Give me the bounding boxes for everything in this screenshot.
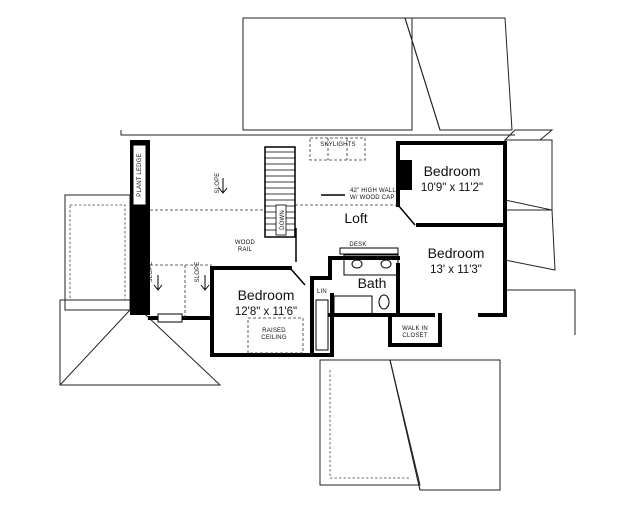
plant-ledge-box	[132, 144, 147, 206]
wall-bedroom-2-left	[396, 263, 435, 317]
slope-arrow-3	[200, 275, 210, 291]
skylights-outline	[309, 137, 366, 161]
raised-ceiling-label-2: CEILING	[261, 335, 287, 341]
roof-ridge-line	[404, 17, 441, 131]
stair-outline	[264, 146, 296, 238]
high-wall-label-2: W/ WOOD CAP	[350, 195, 395, 201]
slope-label-2: SLOPE	[148, 261, 154, 282]
stair-label-box	[275, 204, 287, 236]
skylights-label: SKYLIGHTS	[320, 142, 355, 148]
roof-right-upper	[504, 139, 553, 211]
roof-top-right	[404, 17, 513, 131]
bedroom-1-door-swing	[397, 204, 416, 226]
toilet	[378, 294, 390, 310]
roof-right-mid	[504, 199, 556, 271]
slope-label-3: SLOPE	[195, 261, 201, 282]
roof-left-upper	[64, 194, 131, 311]
wood-rail-label-2: RAIL	[238, 247, 253, 253]
bath-name: Bath	[358, 275, 387, 291]
desk	[339, 247, 399, 255]
bedroom-1-size: 10'9" x 11'2"	[421, 182, 483, 194]
roof-left-dash	[69, 204, 126, 301]
linen-closet	[315, 299, 329, 351]
bedroom-2-name: Bedroom	[428, 245, 485, 261]
bedroom-1-name: Bedroom	[424, 163, 481, 179]
window-left-bottom	[157, 313, 183, 323]
raised-ceiling-outline	[247, 317, 304, 354]
slope-arrow-1	[218, 178, 228, 194]
raised-ceiling-label-1: RAISED	[262, 328, 286, 334]
wood-rail-label-1: WOOD	[235, 240, 256, 246]
high-wall-label-1: 42" HIGH WALL	[350, 188, 396, 194]
sink-right	[380, 259, 392, 269]
bedroom-3-name: Bedroom	[238, 287, 295, 303]
roof-bottom-dash	[329, 370, 410, 479]
desk-label: DESK	[349, 242, 366, 248]
bedroom-3-door-swing	[289, 267, 306, 286]
fixtures	[150, 137, 399, 354]
slope-arrow-2	[153, 275, 163, 291]
sink-left	[351, 259, 363, 269]
roof-bottom-ridge	[389, 359, 421, 491]
labels: Bedroom 10'9" x 11'2" Bedroom 13' x 11'3…	[137, 142, 484, 341]
closet-bedroom-1	[400, 160, 412, 190]
roof-bottom-left	[319, 359, 421, 486]
walk-in-closet-label-2: CLOSET	[402, 333, 427, 339]
roof-bottom-right	[389, 359, 501, 491]
staircase	[264, 146, 297, 262]
loft-name: Loft	[344, 210, 367, 226]
wall-bedroom-3	[210, 268, 334, 357]
roof-left-lower	[59, 299, 222, 386]
roof-left-hip	[59, 309, 131, 386]
wall-walk-in-closet	[388, 313, 442, 347]
linen-label: LIN	[317, 289, 327, 295]
wall-bedroom-2-right	[416, 223, 507, 317]
bedroom-2-size: 13' x 11'3"	[430, 264, 482, 276]
slope-label-1: SLOPE	[215, 172, 221, 193]
bedroom-3-size: 12'8" x 11'6"	[235, 306, 297, 318]
vanity	[343, 254, 399, 276]
wall-bath-top	[310, 256, 400, 280]
roof-right-corner	[503, 129, 554, 141]
walls	[130, 140, 507, 357]
bathtub	[333, 295, 373, 315]
stair-down-label: DOWN	[280, 210, 286, 230]
plant-ledge-label: PLANT LEDGE	[137, 153, 143, 196]
roof-eave-top	[120, 130, 515, 136]
roof-right-lower	[505, 289, 576, 335]
roof-top-left	[242, 17, 413, 131]
walk-in-closet-label-1: WALK IN	[402, 326, 428, 332]
